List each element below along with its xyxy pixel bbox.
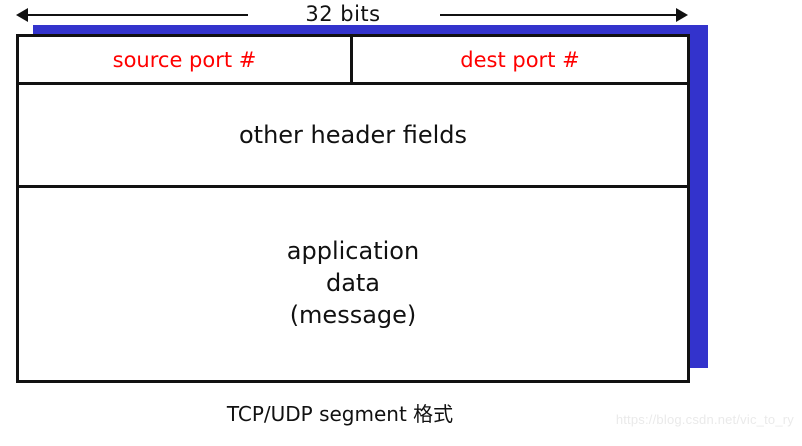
- ruler-arm-left: [26, 14, 248, 16]
- field-other-header-fields-label: other header fields: [238, 121, 468, 149]
- segment-row-other-header: other header fields: [19, 85, 687, 188]
- field-application-data-line-3: (message): [289, 300, 417, 329]
- tcp-udp-segment-diagram: source port # dest port # other header f…: [16, 25, 708, 383]
- field-application-data-line-1: application: [286, 237, 420, 266]
- width-ruler: 32 bits: [0, 0, 802, 30]
- arrow-left-icon: [16, 8, 28, 22]
- field-source-port: source port #: [19, 37, 353, 82]
- segment-table: source port # dest port # other header f…: [16, 34, 690, 383]
- field-source-port-label: source port #: [112, 47, 257, 72]
- field-application-data: application data (message): [19, 188, 687, 380]
- ruler-arm-right: [440, 14, 682, 16]
- segment-row-application-data: application data (message): [19, 188, 687, 380]
- segment-row-ports: source port # dest port #: [19, 37, 687, 85]
- width-ruler-label: 32 bits: [0, 0, 802, 28]
- width-ruler-label-text: 32 bits: [297, 2, 389, 26]
- watermark: https://blog.csdn.net/vic_to_ry: [615, 412, 794, 427]
- diagram-caption: TCP/UDP segment 格式: [226, 402, 454, 426]
- field-other-header-fields: other header fields: [19, 85, 687, 185]
- field-dest-port: dest port #: [353, 37, 687, 82]
- field-application-data-label: application data (message): [287, 236, 419, 331]
- field-application-data-line-2: data: [325, 269, 381, 298]
- arrow-right-icon: [676, 8, 688, 22]
- field-dest-port-label: dest port #: [460, 47, 580, 72]
